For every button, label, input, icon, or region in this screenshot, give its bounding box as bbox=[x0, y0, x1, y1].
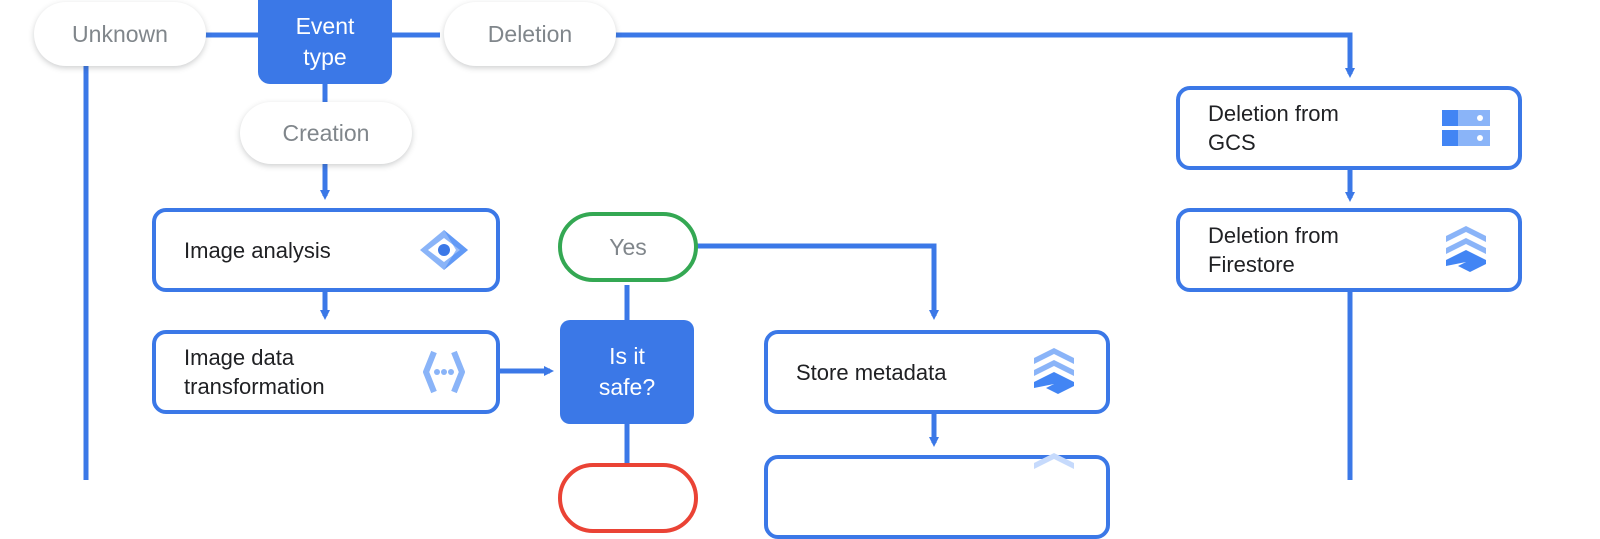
connector-yes-store bbox=[696, 243, 939, 320]
image-data-transformation-box: Image data transformation bbox=[152, 330, 500, 414]
unknown-pill: Unknown bbox=[34, 2, 206, 66]
firestore-icon bbox=[1446, 226, 1486, 272]
deletion-from-firestore-box: Deletion from Firestore bbox=[1176, 208, 1522, 292]
deletion-from-firestore-label: Deletion from Firestore bbox=[1208, 223, 1339, 277]
image-analysis-box: Image analysis bbox=[152, 208, 500, 292]
firestore-icon bbox=[1034, 348, 1074, 394]
vision-api-icon bbox=[420, 230, 468, 270]
connector-deletion-gcs bbox=[607, 32, 1355, 78]
next-step-box bbox=[764, 453, 1110, 539]
image-data-transformation-label: Image data transformation bbox=[184, 345, 325, 399]
store-metadata-label: Store metadata bbox=[796, 359, 947, 385]
image-analysis-label: Image analysis bbox=[184, 237, 331, 263]
creation-label: Creation bbox=[282, 119, 370, 146]
yes-label: Yes bbox=[609, 233, 647, 260]
creation-pill: Creation bbox=[240, 102, 412, 164]
cloud-functions-icon bbox=[423, 350, 465, 394]
store-metadata-box: Store metadata bbox=[764, 330, 1110, 414]
deletion-from-gcs-box: Deletion from GCS bbox=[1176, 86, 1522, 170]
unknown-label: Unknown bbox=[72, 20, 168, 47]
is-it-safe-decision: Is it safe? bbox=[560, 320, 694, 424]
is-it-safe-label: Is it safe? bbox=[598, 343, 656, 400]
no-pill bbox=[558, 463, 698, 533]
event-type-node: Event type bbox=[258, 0, 392, 84]
deletion-pill: Deletion bbox=[444, 2, 616, 66]
flow-connectors bbox=[83, 32, 1355, 480]
deletion-from-gcs-label: Deletion from GCS bbox=[1208, 101, 1339, 155]
event-type-label: Event type bbox=[295, 13, 355, 70]
yes-pill: Yes bbox=[558, 212, 698, 282]
deletion-label: Deletion bbox=[487, 20, 573, 47]
cloud-storage-icon bbox=[1442, 110, 1490, 146]
firestore-icon bbox=[1034, 453, 1074, 469]
